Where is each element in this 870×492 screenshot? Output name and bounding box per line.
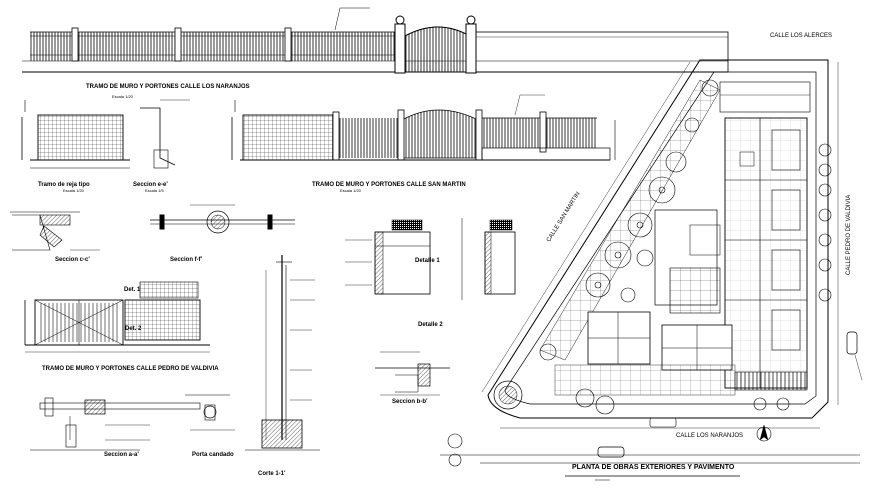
scale-seccion-ee: Escala 1/5 xyxy=(145,188,164,193)
label-detalle-2: Detalle 2 xyxy=(418,322,443,328)
street-los-naranjos: CALLE LOS NARANJOS xyxy=(676,433,744,439)
label-det-1: Det. 1 xyxy=(124,287,141,293)
label-reja-tipo: Tramo de reja tipo xyxy=(38,182,90,188)
scale-san-martin: Escala 1/20 xyxy=(340,188,361,193)
section-1-1 xyxy=(245,255,320,451)
label-seccion-bb: Seccion b-b' xyxy=(392,399,428,405)
street-pedro-de-valdivia: CALLE PEDRO DE VALDIVIA xyxy=(846,194,852,275)
street-los-alerces: CALLE LOS ALERCES xyxy=(770,33,833,39)
plan-title: PLANTA DE OBRAS EXTERIORES Y PAVIMENTO xyxy=(572,464,735,471)
title-san-martin: TRAMO DE MURO Y PORTONES CALLE SAN MARTI… xyxy=(312,182,466,188)
label-det-2: Det. 2 xyxy=(125,326,142,332)
section-markers xyxy=(24,100,236,112)
site-plan xyxy=(440,59,863,481)
scale-los-naranjos: Escala 1/20 xyxy=(112,94,133,99)
detail-1 xyxy=(345,218,516,300)
detail-2 xyxy=(375,351,450,396)
elevation-pedro-de-valdivia xyxy=(24,281,210,353)
elevation-los-naranjos xyxy=(22,7,729,74)
section-ff xyxy=(150,204,295,234)
label-porta-candado: Porta candado xyxy=(192,452,234,458)
scale-reja-tipo: Escala 1/20 xyxy=(63,188,84,193)
porta-candado xyxy=(185,394,235,431)
section-aa xyxy=(30,397,201,451)
elevation-reja-tipo xyxy=(21,99,190,169)
title-los-naranjos: TRAMO DE MURO Y PORTONES CALLE LOS NARAN… xyxy=(86,84,250,90)
title-pedro-de-valdivia: TRAMO DE MURO Y PORTONES CALLE PEDRO DE … xyxy=(42,366,219,372)
section-cc xyxy=(10,211,100,251)
label-seccion-aa: Seccion a-a' xyxy=(104,452,139,458)
label-detalle-1: Detalle 1 xyxy=(415,258,440,264)
label-seccion-cc: Seccion c-c' xyxy=(55,257,90,263)
elevation-san-martin xyxy=(231,94,616,161)
label-corte-1-1: Corte 1-1' xyxy=(258,471,286,477)
label-seccion-ff: Seccion f-f' xyxy=(170,257,203,263)
label-seccion-ee: Seccion e-e' xyxy=(133,182,168,188)
